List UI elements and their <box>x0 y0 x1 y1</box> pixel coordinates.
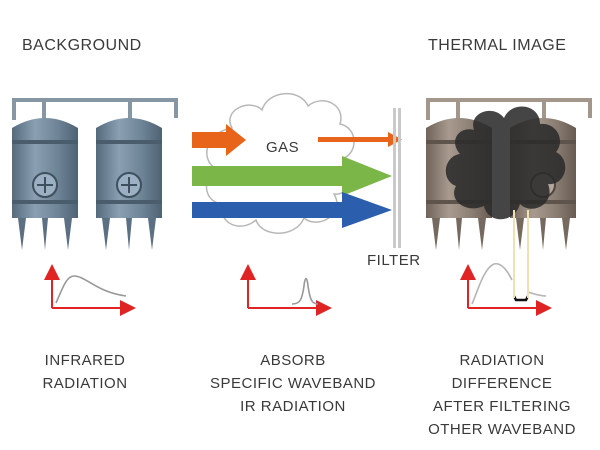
background-tanks <box>12 98 178 250</box>
radiation-curve <box>55 275 127 304</box>
header-background: BACKGROUND <box>22 37 142 54</box>
caption-line: DIFFERENCE <box>451 375 553 392</box>
blue-arrow-icon <box>192 192 392 228</box>
caption-absorb: ABSORB SPECIFIC WAVEBAND IR RADIATION <box>190 349 396 418</box>
green-arrow-icon <box>192 156 392 196</box>
dark-gas-cloud-icon <box>445 106 566 220</box>
caption-line: OTHER WAVEBAND <box>428 421 576 438</box>
tank-icon <box>12 118 78 250</box>
header-thermal-image: THERMAL IMAGE <box>428 37 567 54</box>
filter-label: FILTER <box>367 252 421 269</box>
tank-icon <box>96 118 162 250</box>
thermal-tanks <box>426 98 592 250</box>
gas-cloud-icon <box>205 92 355 234</box>
graph-absorb <box>240 264 332 316</box>
orange-arrow-icon <box>192 124 246 156</box>
gas-label: GAS <box>266 139 300 156</box>
filter-icon <box>393 108 401 248</box>
filtered-notch <box>512 295 530 302</box>
absorb-peak-curve <box>291 277 319 305</box>
difference-curve <box>471 262 513 305</box>
caption-difference: RADIATION DIFFERENCE AFTER FILTERING OTH… <box>414 349 590 441</box>
caption-line: IR RADIATION <box>240 398 346 415</box>
caption-line: RADIATION <box>42 375 128 392</box>
caption-line: RADIATION <box>459 352 545 369</box>
caption-line: AFTER FILTERING <box>432 398 572 415</box>
caption-line: ABSORB <box>260 352 326 369</box>
graph-infrared <box>44 264 136 316</box>
graph-difference <box>460 210 552 316</box>
caption-line: SPECIFIC WAVEBAND <box>209 375 377 392</box>
caption-infrared: INFRARED RADIATION <box>20 349 150 395</box>
caption-line: INFRARED <box>44 352 126 369</box>
